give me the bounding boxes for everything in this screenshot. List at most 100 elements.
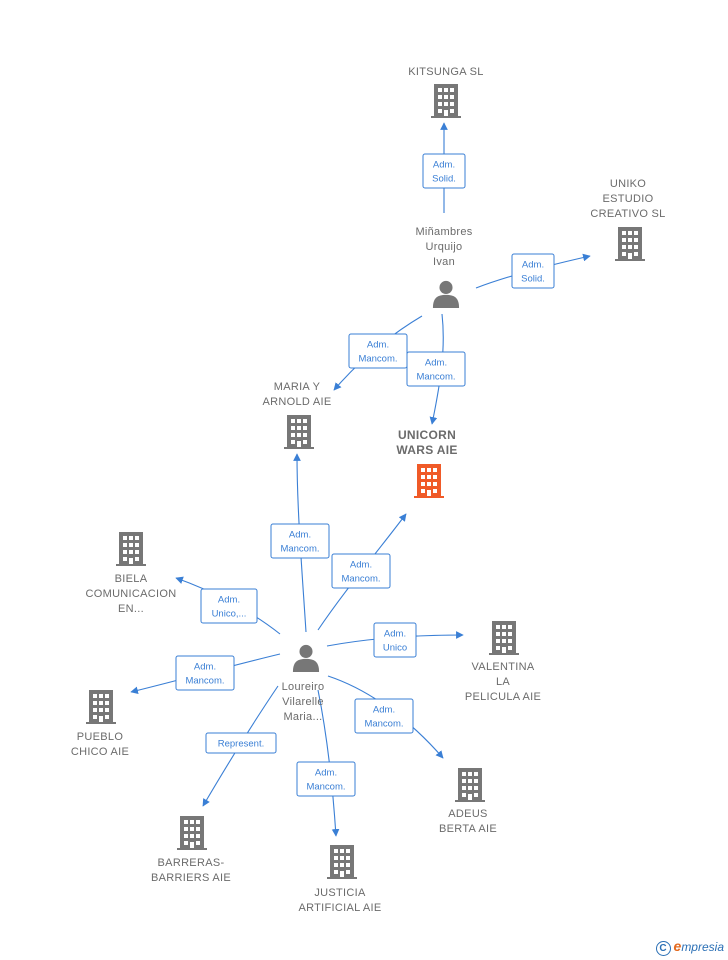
- node-label: Vilarelle: [282, 696, 324, 708]
- relation-label: Mancom.: [306, 782, 345, 793]
- relation-label: Mancom.: [416, 372, 455, 383]
- relation-label: Mancom.: [185, 676, 224, 687]
- node-label: CHICO AIE: [71, 746, 129, 758]
- node-uniko[interactable]: UNIKO ESTUDIO CREATIVO SL: [590, 178, 665, 261]
- relation-label: Adm.: [350, 560, 372, 571]
- brand-name: mpresia: [681, 940, 724, 954]
- node-label: UNICORN: [398, 428, 456, 442]
- edge-loureiro-to-pueblo: Adm. Mancom.: [130, 653, 281, 695]
- relation-badge[interactable]: [331, 553, 391, 589]
- node-label: BIELA: [115, 573, 148, 585]
- relation-label: Adm.: [384, 629, 406, 640]
- building-icon: [489, 621, 519, 655]
- relation-label: Mancom.: [280, 544, 319, 555]
- relation-label: Adm.: [425, 358, 447, 369]
- node-label: UNIKO: [610, 178, 646, 190]
- node-label: ESTUDIO: [603, 193, 654, 205]
- relation-label: Mancom.: [341, 574, 380, 585]
- relation-label: Mancom.: [358, 354, 397, 365]
- edge-loureiro-to-adeus: Adm. Mancom.: [327, 675, 444, 759]
- node-label: Loureiro: [282, 681, 325, 693]
- relation-label: Adm.: [433, 160, 455, 171]
- edge-loureiro-to-valentina: Adm. Unico: [326, 622, 464, 658]
- building-icon: [116, 532, 146, 566]
- relation-badge[interactable]: [373, 622, 417, 658]
- building-icon: [327, 845, 357, 879]
- building-icon: [177, 816, 207, 850]
- node-label: COMUNICACION: [86, 588, 177, 600]
- node-barreras[interactable]: BARRERAS- BARRIERS AIE: [151, 816, 231, 884]
- edge-minambres-to-maria_arnold: Adm. Mancom.: [333, 315, 423, 391]
- node-label: Ivan: [433, 256, 455, 268]
- edges-layer: Adm. Solid. Adm. Solid. Adm. Mancom. Adm. Manco…: [130, 122, 591, 837]
- relation-label: Unico: [383, 643, 407, 654]
- relation-label: Adm.: [315, 768, 337, 779]
- node-adeus[interactable]: ADEUS BERTA AIE: [439, 768, 497, 835]
- node-label: ARTIFICIAL AIE: [298, 902, 381, 914]
- building-icon: [284, 415, 314, 449]
- edge-loureiro-to-barreras: Represent.: [202, 685, 279, 807]
- node-label: BERTA AIE: [439, 823, 497, 835]
- relation-badge[interactable]: [406, 351, 466, 387]
- building-icon: [431, 84, 461, 118]
- node-label: BARRIERS AIE: [151, 872, 231, 884]
- relation-badge[interactable]: [354, 698, 414, 734]
- relation-badge[interactable]: [205, 732, 277, 754]
- node-label: Urquijo: [426, 241, 463, 253]
- node-label: MARIA Y: [274, 381, 321, 393]
- relation-label: Adm.: [367, 340, 389, 351]
- node-label: KITSUNGA SL: [408, 66, 483, 78]
- relation-label: Adm.: [218, 595, 240, 606]
- relation-label: Mancom.: [364, 719, 403, 730]
- nodes-layer: KITSUNGA SL UNIKO ESTUDIO CREATIVO SL Miñamb…: [71, 66, 665, 914]
- node-label: ARNOLD AIE: [262, 396, 331, 408]
- node-kitsunga[interactable]: KITSUNGA SL: [408, 66, 483, 118]
- node-label: CREATIVO SL: [590, 208, 665, 220]
- edge-loureiro-to-biela: Adm. Unico,...: [175, 576, 281, 635]
- relation-label: Solid.: [432, 174, 456, 185]
- node-label: EN...: [118, 603, 144, 615]
- node-maria-arnold[interactable]: MARIA Y ARNOLD AIE: [262, 381, 331, 449]
- brand-initial: e: [673, 938, 682, 954]
- node-biela[interactable]: BIELA COMUNICACION EN...: [86, 532, 177, 615]
- relation-label: Unico,...: [212, 609, 247, 620]
- node-label: Maria...: [283, 711, 322, 723]
- relation-label: Adm.: [194, 662, 216, 673]
- relation-badge[interactable]: [422, 153, 466, 189]
- edge-minambres-to-unicorn: Adm. Mancom.: [406, 313, 466, 425]
- building-icon: [414, 464, 444, 498]
- relation-label: Adm.: [289, 530, 311, 541]
- relation-badge[interactable]: [270, 523, 330, 559]
- node-label: PELICULA AIE: [465, 691, 541, 703]
- relation-label: Adm.: [373, 705, 395, 716]
- node-label: PUEBLO: [77, 731, 124, 743]
- relation-badge[interactable]: [175, 655, 235, 691]
- edge-loureiro-to-justicia: Adm. Mancom.: [296, 689, 356, 837]
- copyright-icon: C: [655, 941, 671, 956]
- node-loureiro[interactable]: LoureiroVilarelleMaria...: [282, 644, 325, 723]
- relation-badge[interactable]: [296, 761, 356, 797]
- person-icon: [292, 644, 320, 672]
- node-label: BARRERAS-: [158, 857, 225, 869]
- person-icon: [432, 280, 460, 308]
- edge-loureiro-to-unicorn: Adm. Mancom.: [317, 513, 407, 631]
- edge-minambres-to-kitsunga: Adm. Solid.: [422, 122, 466, 213]
- building-icon: [455, 768, 485, 802]
- node-pueblo[interactable]: PUEBLO CHICO AIE: [71, 690, 129, 758]
- node-label: Miñambres: [415, 226, 472, 238]
- relation-badge[interactable]: [348, 333, 408, 369]
- edge-minambres-to-uniko: Adm. Solid.: [475, 253, 591, 289]
- edge-loureiro-to-maria_arnold: Adm. Mancom.: [270, 453, 330, 633]
- node-label: ADEUS: [448, 808, 487, 820]
- relation-badge[interactable]: [200, 588, 258, 624]
- relation-label: Solid.: [521, 274, 545, 285]
- relation-label: Adm.: [522, 260, 544, 271]
- relation-badge[interactable]: [511, 253, 555, 289]
- building-icon: [615, 227, 645, 261]
